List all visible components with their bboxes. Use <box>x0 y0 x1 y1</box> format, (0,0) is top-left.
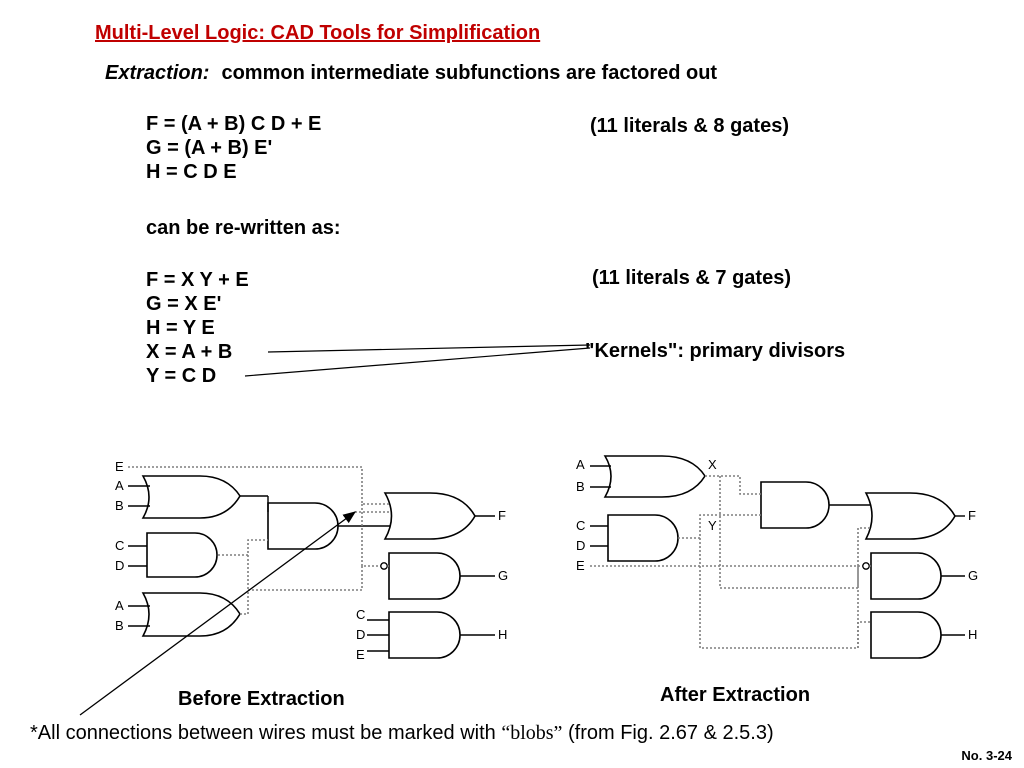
after-input-c: C <box>576 518 585 533</box>
equation-x: X = A + B <box>146 341 233 363</box>
subtitle-text: common intermediate subfunctions are fac… <box>221 62 718 84</box>
footnote-suffix: (from Fig. 2.67 & 2.5.3) <box>562 722 774 744</box>
kernel-pointer-y <box>244 347 591 377</box>
footnote-prefix: *All connections between wires must be m… <box>30 722 502 744</box>
equation-h-rewritten: H = Y E <box>146 317 215 339</box>
before-input-a2: A <box>115 598 124 613</box>
after-or-gate-f <box>864 492 956 540</box>
subtitle-emphasis: Extraction: <box>105 62 210 84</box>
after-input-e: E <box>576 558 585 573</box>
page-number: No. 3-24 <box>961 748 1012 763</box>
blob-pointer-arrow <box>79 511 357 716</box>
after-output-h: H <box>968 627 977 642</box>
before-input-c2: C <box>356 607 365 622</box>
before-and-gate-g <box>388 552 461 600</box>
after-input-a: A <box>576 457 585 472</box>
after-or-gate-x <box>603 455 706 498</box>
equation-f: F = (A + B) C D + E <box>146 113 322 135</box>
after-and-gate-g <box>870 552 942 600</box>
equation-f-rewritten: F = X Y + E <box>146 269 249 291</box>
after-intermediate-y: Y <box>708 518 717 533</box>
before-output-g: G <box>498 568 508 583</box>
before-and-gate-h <box>388 611 461 659</box>
before-or-gate-1 <box>141 475 241 519</box>
after-input-d: D <box>576 538 585 553</box>
equation-g-rewritten: G = X E' <box>146 293 222 315</box>
rewritten-equations: F = X Y + E G = X E' H = Y E X = A + B Y… <box>146 268 249 388</box>
kernels-note: "Kernels": primary divisors <box>585 340 846 362</box>
before-caption: Before Extraction <box>178 688 345 710</box>
before-extraction-diagram: E A B C D A B C D E F G H <box>79 459 508 716</box>
before-output-h: H <box>498 627 507 642</box>
kernel-pointer-x <box>267 344 591 353</box>
after-and-gate-xy <box>760 481 830 529</box>
equation-g: G = (A + B) E' <box>146 137 273 159</box>
before-input-d2: D <box>356 627 365 642</box>
equation-h: H = C D E <box>146 161 237 183</box>
before-or-gate-f <box>383 492 476 540</box>
before-input-b1: B <box>115 498 124 513</box>
after-caption: After Extraction <box>660 684 811 706</box>
original-cost: (11 literals & 8 gates) <box>590 115 789 137</box>
before-input-e-top: E <box>115 459 124 474</box>
rewrite-label: can be re-written as: <box>146 217 341 239</box>
after-and-gate-y <box>607 514 679 562</box>
after-output-f: F <box>968 508 976 523</box>
footnote-quoted: “blobs” <box>501 722 563 744</box>
after-intermediate-x: X <box>708 457 717 472</box>
footnote: *All connections between wires must be m… <box>30 722 774 745</box>
before-input-d1: D <box>115 558 124 573</box>
before-input-a1: A <box>115 478 124 493</box>
before-input-b2: B <box>115 618 124 633</box>
after-input-b: B <box>576 479 585 494</box>
before-input-e2: E <box>356 647 365 662</box>
subtitle: Extraction: common intermediate subfuncti… <box>105 62 717 85</box>
before-and-gate-cd <box>146 532 218 578</box>
before-or-gate-2 <box>141 592 241 637</box>
before-input-c1: C <box>115 538 124 553</box>
after-output-g: G <box>968 568 978 583</box>
rewritten-cost: (11 literals & 7 gates) <box>592 267 791 289</box>
before-output-f: F <box>498 508 506 523</box>
equation-y: Y = C D <box>146 365 217 387</box>
before-and-gate-big <box>267 502 339 550</box>
after-and-gate-h <box>870 611 942 659</box>
original-equations: F = (A + B) C D + E G = (A + B) E' H = C… <box>146 112 321 184</box>
page-title: Multi-Level Logic: CAD Tools for Simplif… <box>95 22 541 44</box>
after-extraction-diagram: A B C D E X Y F G H <box>576 455 978 659</box>
